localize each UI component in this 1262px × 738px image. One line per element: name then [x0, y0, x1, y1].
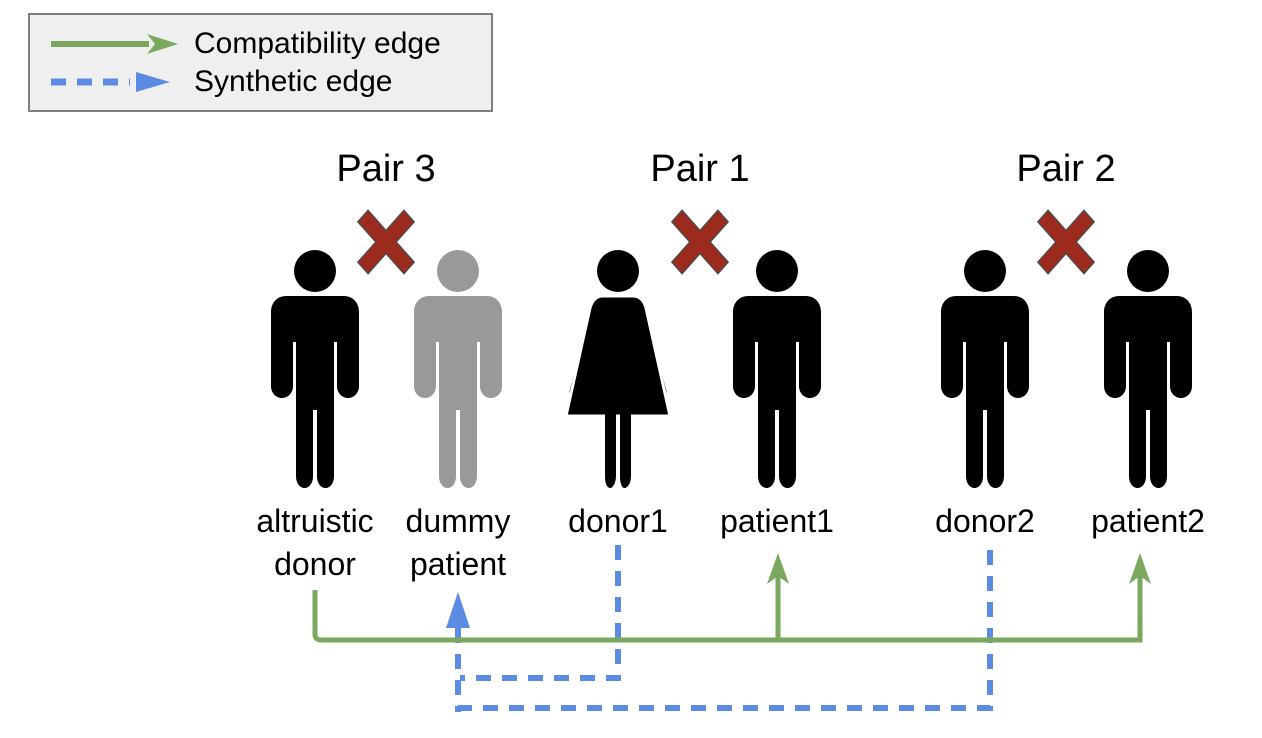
pair-2-title: Pair 2	[1016, 148, 1116, 190]
incompatible-x-icon-pair2	[1034, 206, 1098, 278]
man-icon	[403, 250, 513, 490]
legend-label-compatibility: Compatibility edge	[194, 26, 441, 60]
pair-3-title: Pair 3	[336, 148, 436, 190]
legend: Compatibility edge Synthetic edge	[28, 13, 493, 112]
label-donor1: donor1	[568, 503, 668, 539]
man-icon	[260, 250, 370, 490]
legend-label-synthetic: Synthetic edge	[194, 64, 393, 98]
figure-patient2	[1093, 250, 1203, 490]
man-icon	[1093, 250, 1203, 490]
label-donor2: donor2	[935, 503, 1035, 539]
arrowhead-dummy-patient	[446, 592, 470, 628]
pair-1-title: Pair 1	[650, 148, 750, 190]
figure-altruistic-donor	[260, 250, 370, 490]
synthetic-edge-donor1-to-dummy-patient	[460, 545, 621, 681]
label-patient2: patient2	[1091, 503, 1205, 539]
figure-donor1	[563, 250, 673, 490]
man-icon	[930, 250, 1040, 490]
label-dummy-patient: dummy patient	[405, 503, 511, 582]
synthetic-edge-donor2-to-dummy-patient	[458, 550, 993, 711]
arrowhead-patient1	[767, 553, 789, 584]
woman-icon	[563, 250, 673, 490]
synthetic-arrow-icon	[51, 71, 170, 92]
label-altruistic-donor: altruistic donor	[256, 503, 374, 582]
arrowhead-patient2	[1129, 553, 1151, 584]
compatibility-edge-altruistic-donor-to-patient2	[312, 574, 1143, 643]
compatibility-arrow-icon	[51, 33, 178, 54]
figure-donor2	[930, 250, 1040, 490]
label-patient1: patient1	[720, 503, 834, 539]
figure-dummy-patient	[403, 250, 513, 490]
legend-item-compatibility: Compatibility edge	[48, 26, 491, 60]
man-icon	[722, 250, 832, 490]
figure-patient1	[722, 250, 832, 490]
legend-item-synthetic: Synthetic edge	[48, 64, 491, 98]
